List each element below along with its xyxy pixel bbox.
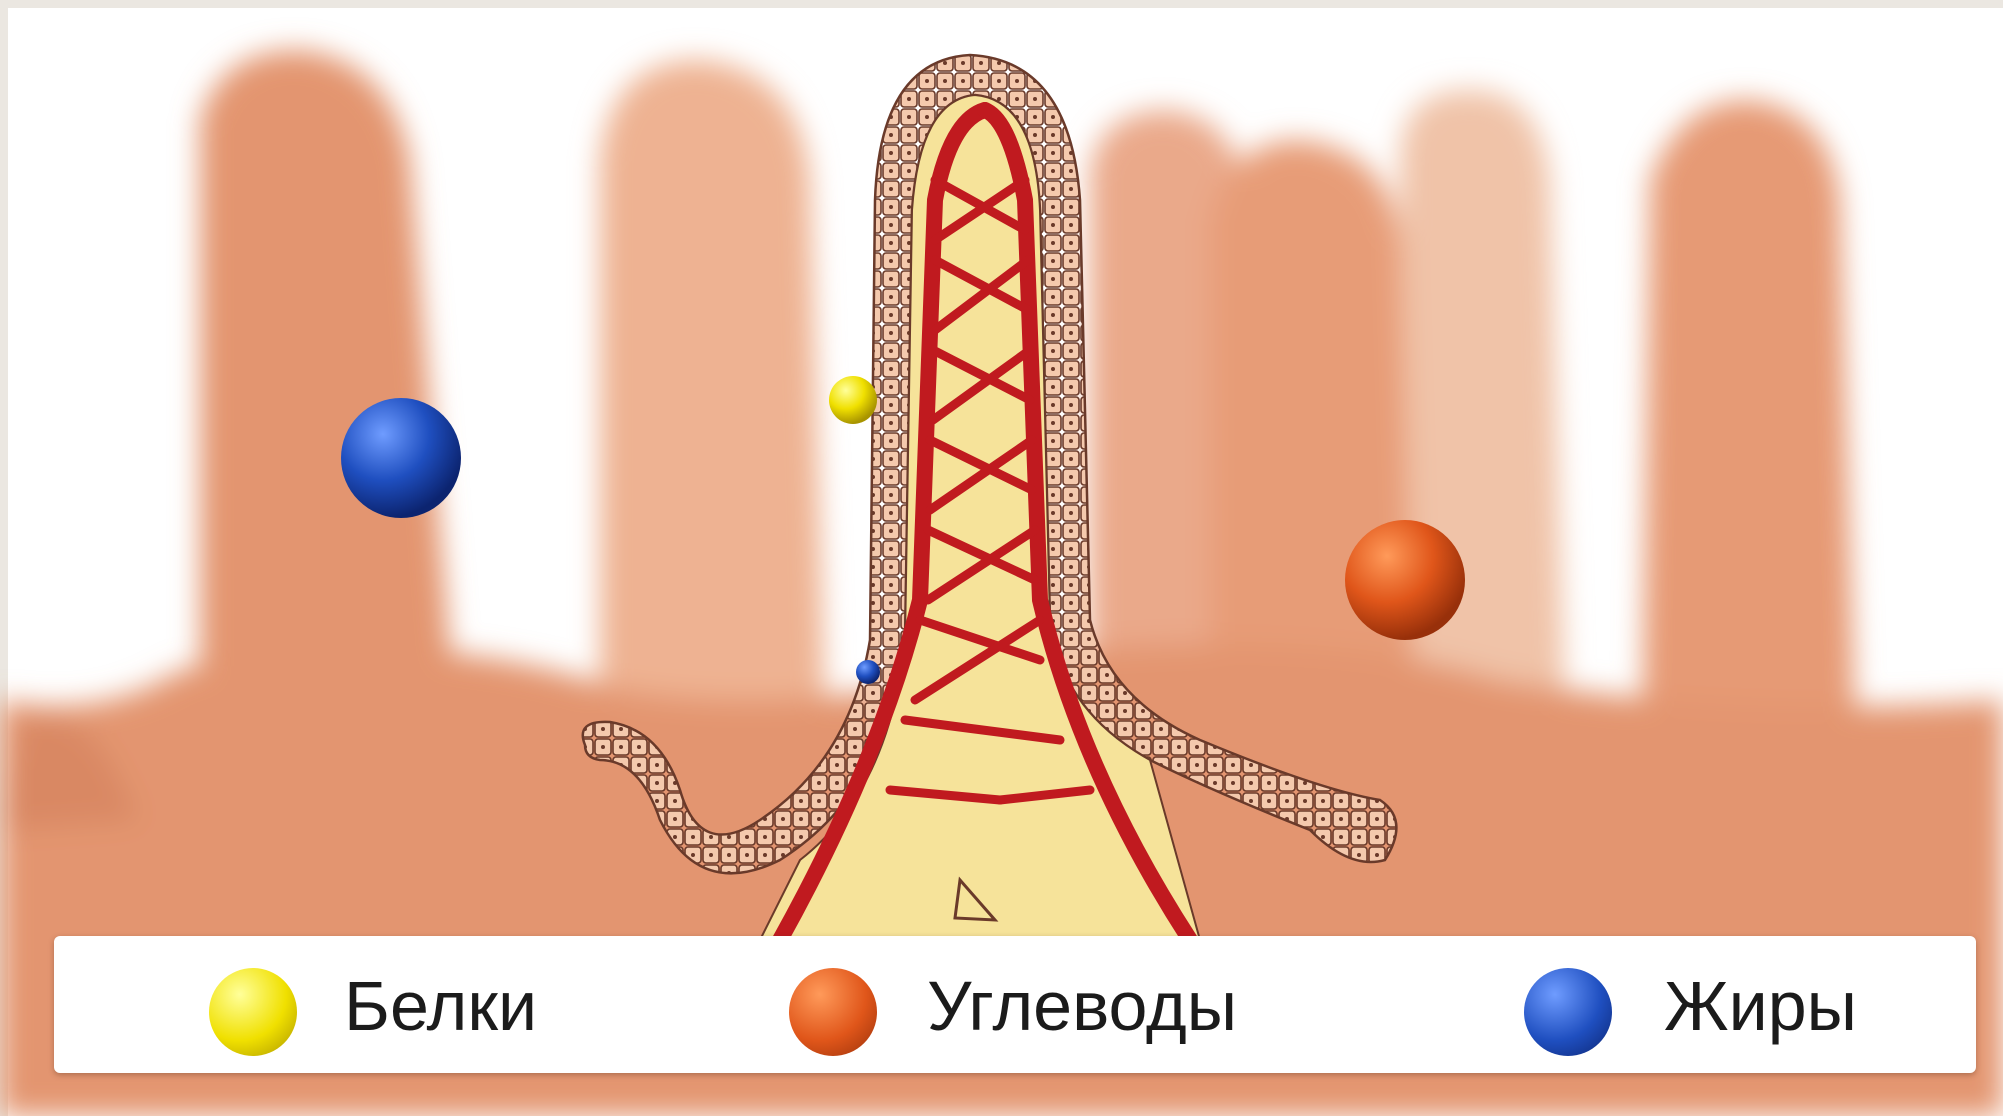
- fat-particle-large: [341, 398, 461, 518]
- yellow-ball-icon: [209, 968, 297, 1056]
- orange-ball-icon: [789, 968, 877, 1056]
- blue-ball-icon: [1524, 968, 1612, 1056]
- legend-label-proteins: Белки: [344, 966, 537, 1046]
- fat-particle-small: [856, 660, 880, 684]
- legend: Белки Углеводы Жиры: [54, 936, 1976, 1073]
- carbohydrate-particle: [1345, 520, 1465, 640]
- protein-particle: [829, 376, 877, 424]
- legend-label-carbohydrates: Углеводы: [927, 966, 1237, 1046]
- legend-label-fats: Жиры: [1664, 966, 1857, 1046]
